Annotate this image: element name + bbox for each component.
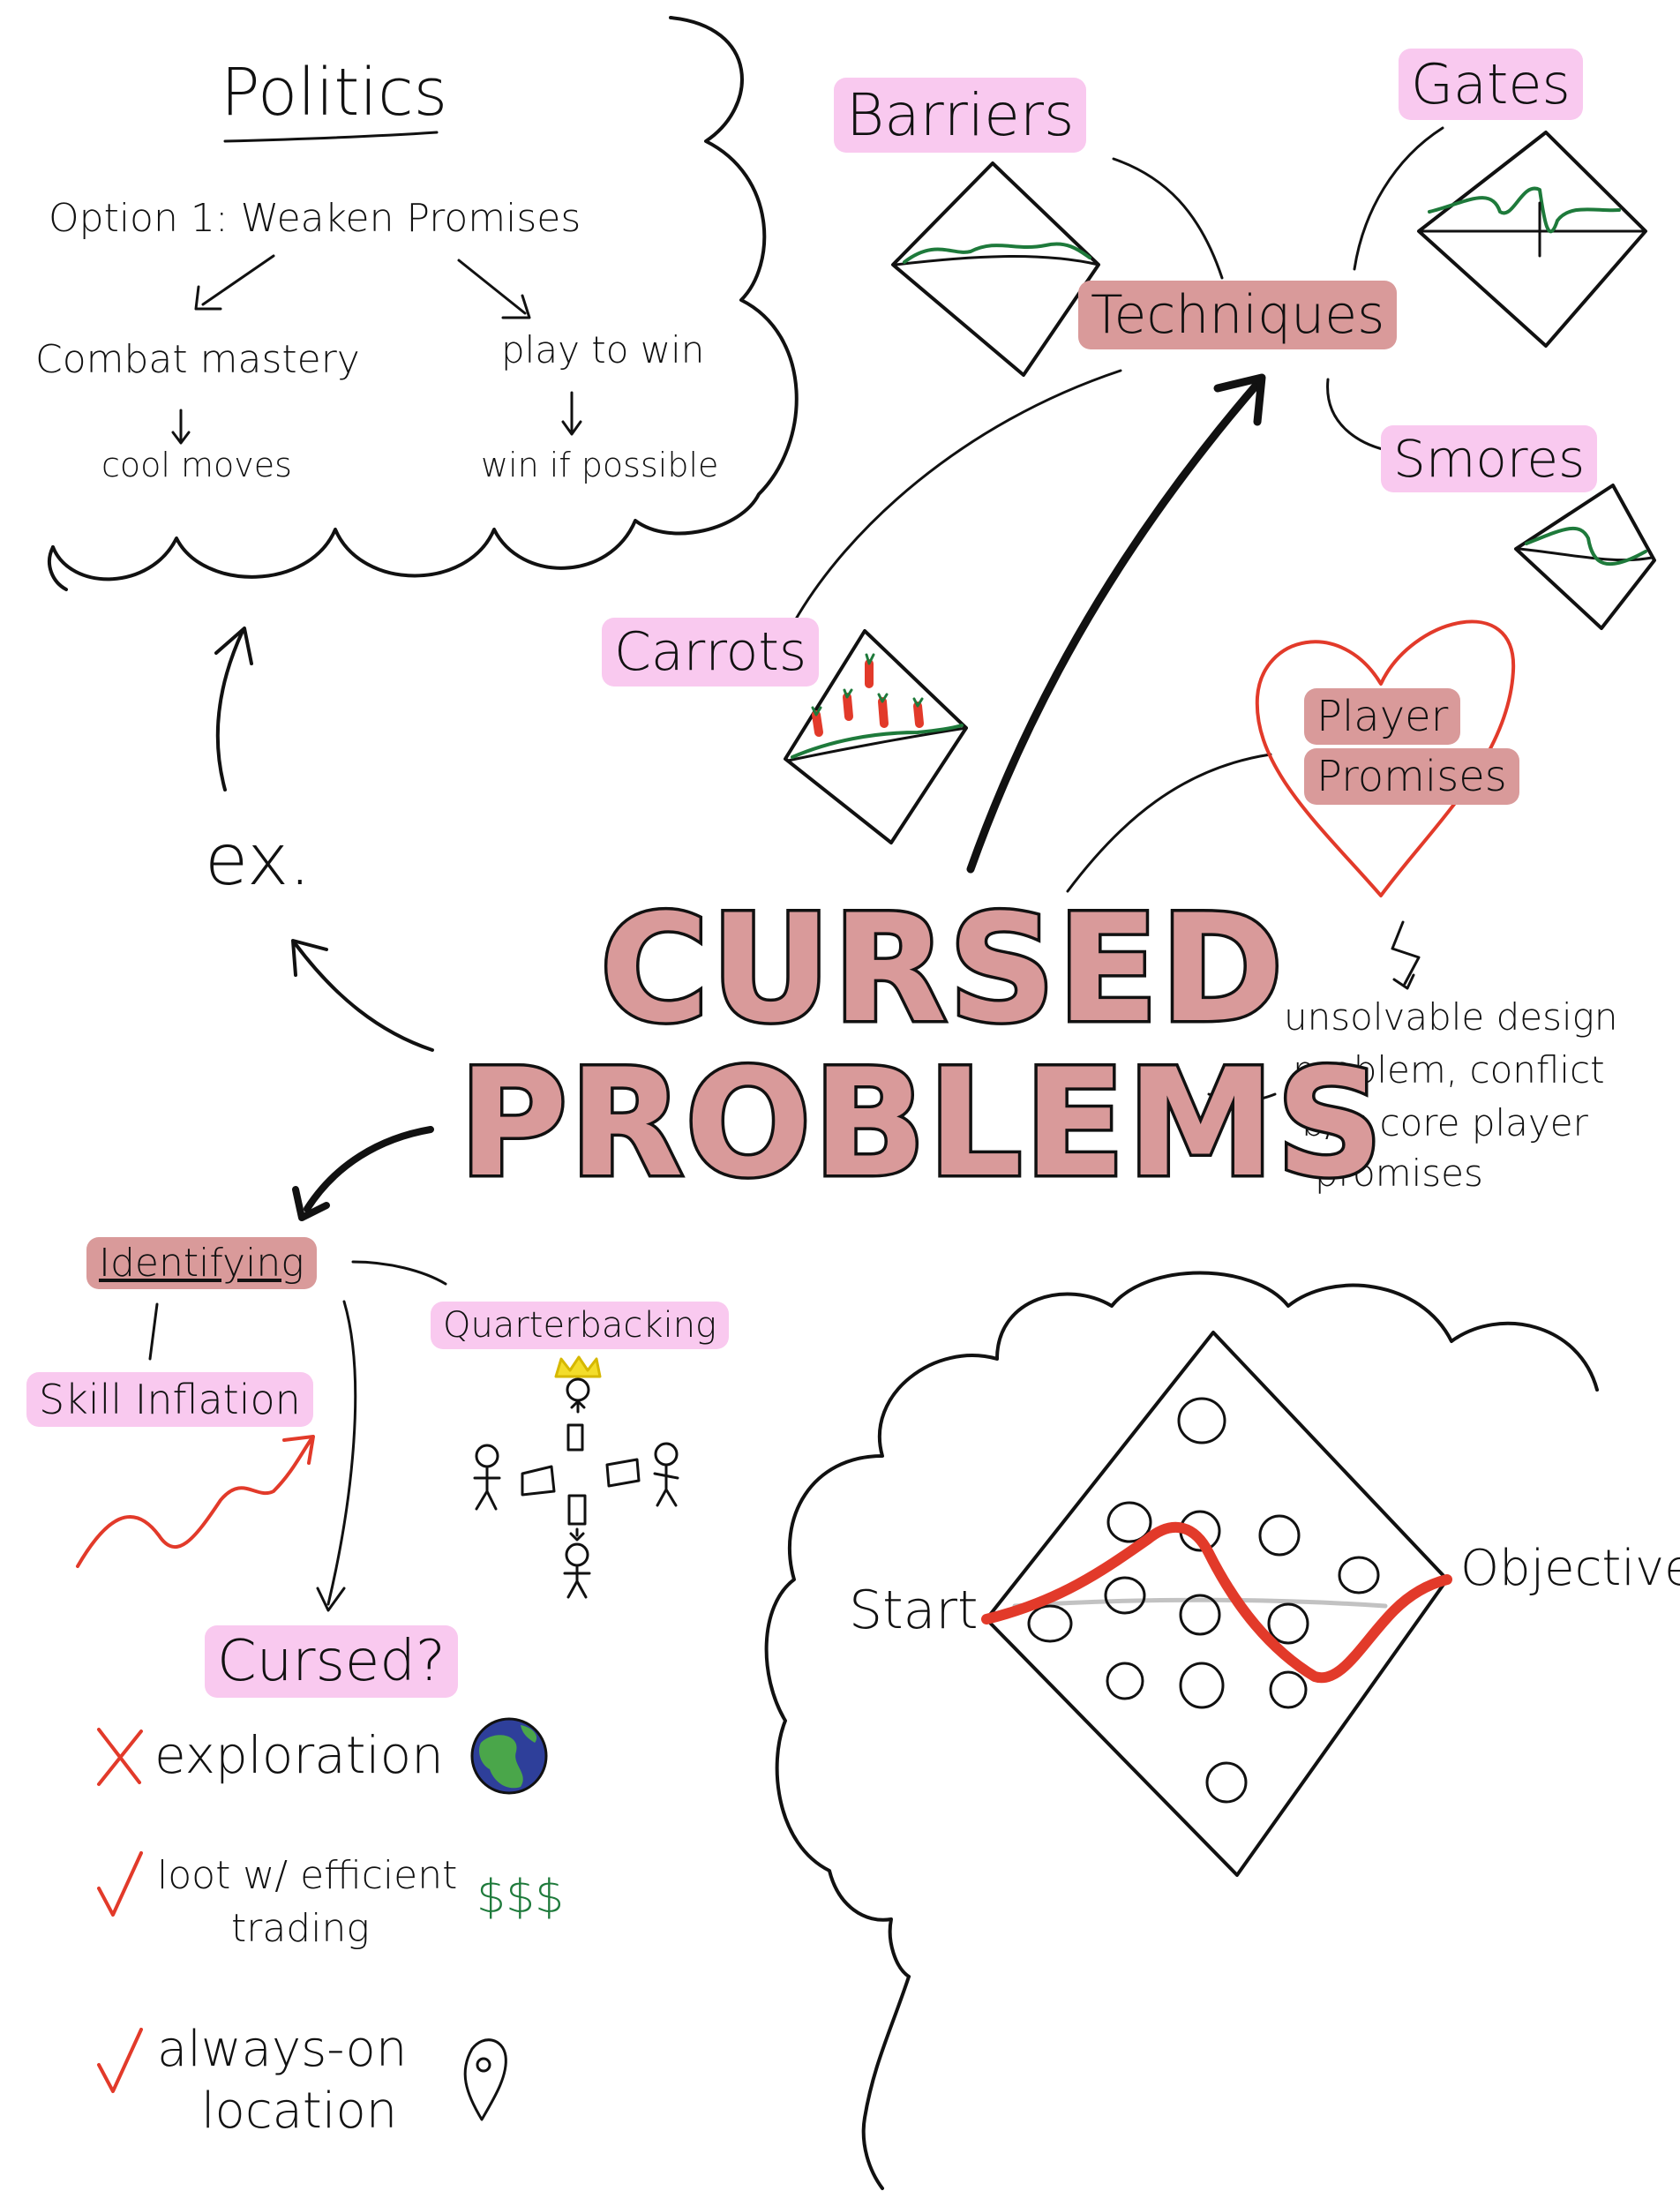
title-problems: PROBLEMS [455,1034,1385,1213]
location-pin-icon [463,2038,507,2121]
ex-up-arrowhead [214,627,253,665]
cursed-item-loot: loot w/ efficient [157,1853,458,1898]
gates-label: Gates [1399,49,1583,120]
smores-diagram [1514,484,1656,630]
definition-arrowhead [1392,973,1415,990]
title-cursed: CURSED [596,880,1286,1059]
cursed-item-location-2: location [201,2082,398,2140]
identifying-links [148,1260,447,1612]
problems-to-ex-arrow [294,942,434,1052]
carrots-label: Carrots [602,618,820,687]
skill-inflation-label: Skill Inflation [26,1372,313,1427]
map-objective-label: Objective [1460,1540,1680,1597]
techniques-label: Techniques [1078,281,1398,349]
cursed-item-location: always-on [157,2021,408,2078]
cursed-label: Cursed? [205,1625,458,1698]
politics-left-leaf: cool moves [101,446,292,484]
quarterbacking-diagram [473,1355,679,1599]
politics-right-branch: play to win [501,328,705,371]
barriers-label: Barriers [834,78,1087,153]
definition-squiggle-arrow [1391,920,1421,986]
player-promises-label-1: Player [1304,688,1461,745]
politics-left-branch: Combat mastery [35,337,360,382]
politics-underline [223,131,439,143]
cursed-item-exploration: exploration [154,1725,444,1785]
techniques-arrowhead [1213,373,1266,426]
skill-inflation-graph [76,1435,315,1568]
quarterbacking-label: Quarterbacking [431,1302,730,1349]
example-label: ex. [205,819,311,901]
identifying-arrowhead [292,1186,330,1221]
definition-line-1: unsolvable design [1284,995,1618,1039]
cursed-item-money: $$$ [476,1871,565,1924]
map-diagram [981,1331,1452,1877]
ex-arrowhead [291,939,328,977]
identifying-label: Identifying [86,1237,317,1289]
smores-label: Smores [1381,425,1598,492]
politics-arrows [171,254,582,445]
cursed-item-loot-2: trading [231,1906,370,1951]
politics-heading: Politics [221,55,448,131]
cursed-marks [97,1728,143,2093]
map-start-label: Start [849,1579,979,1641]
politics-option: Option 1: Weaken Promises [49,196,581,241]
technique-links [792,126,1444,1102]
problems-to-identifying-arrow [304,1126,434,1212]
barriers-diagram [891,161,1100,377]
carrots-diagram [784,629,968,844]
ex-up-arrow [215,629,244,792]
definition-line-3: b/w core player [1301,1101,1588,1144]
map-cloud [764,1271,1599,2190]
earth-icon [470,1717,548,1795]
player-promises-label-2: Promises [1304,748,1519,805]
definition-line-2: problem, conflict [1293,1048,1605,1092]
definition-line-4: promises [1315,1152,1483,1195]
gates-diagram [1417,131,1647,348]
politics-right-leaf: win if possible [481,446,719,484]
problems-to-techniques-arrow [966,379,1262,874]
politics-cloud [48,16,799,591]
